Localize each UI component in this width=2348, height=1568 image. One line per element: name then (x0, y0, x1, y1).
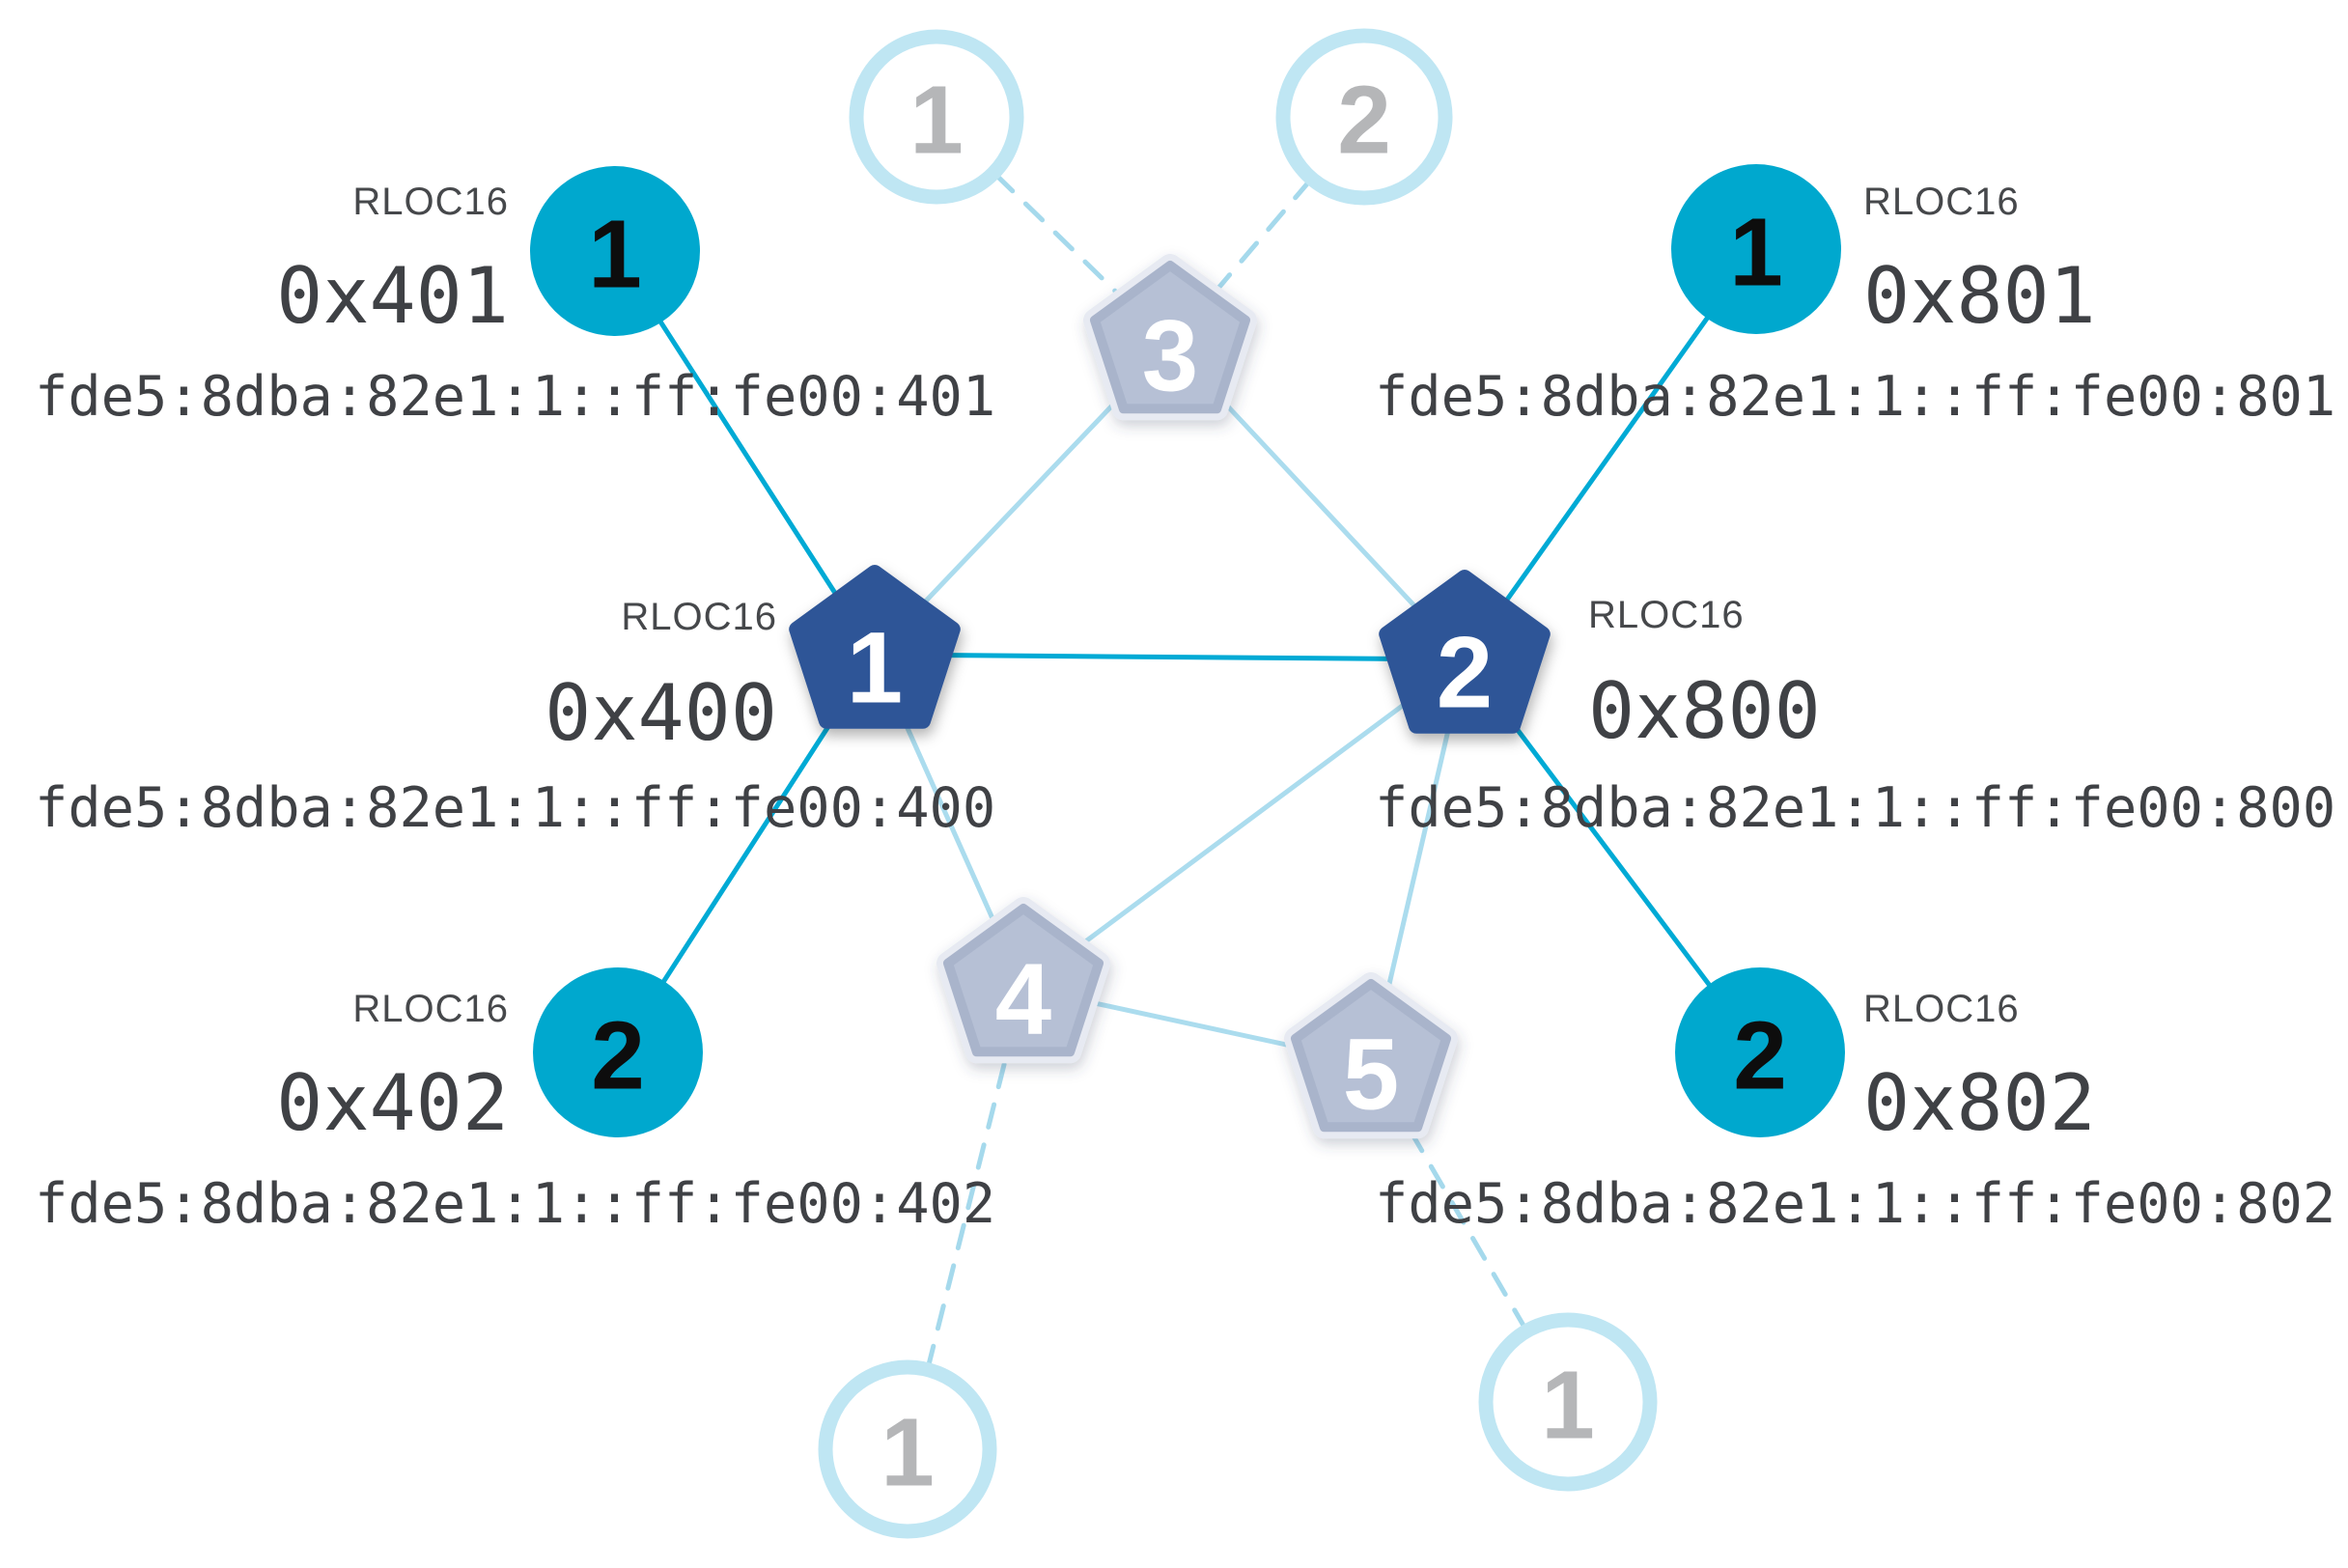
node-router-5: 5 (1284, 972, 1458, 1139)
node-router-2: 2 (1379, 570, 1551, 734)
node-number: 2 (591, 1002, 645, 1110)
node-router-1: 1 (789, 565, 961, 729)
labels-layer: RLOC160x401fde5:8dba:82e1:1::ff:fe00:401… (35, 181, 2335, 1236)
node-child-faded-t2: 2 (1275, 28, 1453, 206)
ipv6-address: fde5:8dba:82e1:1::ff:fe00:401 (35, 365, 995, 429)
ipv6-address: fde5:8dba:82e1:1::ff:fe00:402 (35, 1172, 995, 1236)
rloc16-label: RLOC16 (1863, 988, 2020, 1030)
faded-router-pentagon (943, 904, 1104, 1057)
ipv6-address: fde5:8dba:82e1:1::ff:fe00:400 (35, 776, 995, 840)
end-device-circle (1675, 967, 1845, 1137)
rloc16-label: RLOC16 (1863, 181, 2020, 223)
end-device-circle (1671, 164, 1841, 334)
node-number: 1 (1729, 199, 1783, 307)
faded-end-device-circle (1275, 28, 1453, 206)
node-child-402: 2 (533, 967, 703, 1137)
faded-router-shape (936, 897, 1110, 1064)
rloc16-label: RLOC16 (1588, 594, 1745, 636)
ipv6-address: fde5:8dba:82e1:1::ff:fe00:802 (1375, 1172, 2335, 1236)
rloc16-value: 0x801 (1863, 251, 2096, 341)
node-child-faded-t1: 1 (849, 29, 1024, 205)
faded-end-device-circle (849, 29, 1024, 205)
rloc16-label: RLOC16 (621, 596, 777, 638)
node-router-3: 3 (1083, 254, 1257, 421)
end-device-circle (530, 166, 700, 336)
node-number: 4 (995, 942, 1051, 1055)
rloc16-value: 0x802 (1863, 1058, 2096, 1148)
faded-router-shape (1284, 972, 1458, 1139)
rloc16-value: 0x401 (276, 251, 509, 341)
faded-end-device-circle (1478, 1312, 1658, 1492)
faded-router-pentagon (1291, 979, 1451, 1133)
node-number: 1 (1541, 1352, 1595, 1460)
node-child-802: 2 (1675, 967, 1845, 1137)
node-child-faded-br: 1 (1478, 1312, 1658, 1492)
node-router-4: 4 (936, 897, 1110, 1064)
node-number: 3 (1142, 299, 1198, 412)
rloc16-label: RLOC16 (352, 181, 509, 223)
faded-router-shape (1083, 254, 1257, 421)
node-number: 1 (909, 67, 964, 175)
ipv6-address: fde5:8dba:82e1:1::ff:fe00:800 (1375, 776, 2335, 840)
node-number: 2 (1337, 67, 1391, 175)
rloc16-value: 0x400 (545, 668, 777, 758)
node-number: 2 (1733, 1002, 1787, 1110)
node-child-401: 1 (530, 166, 700, 336)
rloc16-value: 0x402 (276, 1058, 509, 1148)
node-number: 5 (1343, 1018, 1399, 1131)
node-number: 2 (1437, 616, 1493, 729)
link-router-2-router-4 (1021, 657, 1467, 991)
end-device-circle (533, 967, 703, 1137)
link-router-1-router-2 (872, 652, 1468, 662)
ipv6-address: fde5:8dba:82e1:1::ff:fe00:801 (1375, 365, 2335, 429)
rloc16-value: 0x800 (1588, 666, 1821, 756)
link-child-faded-bl-router-4 (905, 985, 1026, 1452)
node-number: 1 (588, 201, 642, 309)
node-child-801: 1 (1671, 164, 1841, 334)
faded-router-pentagon (1090, 261, 1250, 414)
router-pentagon (1379, 570, 1551, 734)
faded-end-device-circle (818, 1359, 997, 1539)
node-child-faded-bl: 1 (818, 1359, 997, 1539)
nodes-layer: 1 2 3 4 5 1 1 2 2 1 2 1 1 (530, 28, 1845, 1539)
node-number: 1 (847, 611, 903, 724)
rloc16-label: RLOC16 (352, 988, 509, 1030)
router-pentagon (789, 565, 961, 729)
node-number: 1 (880, 1399, 935, 1507)
